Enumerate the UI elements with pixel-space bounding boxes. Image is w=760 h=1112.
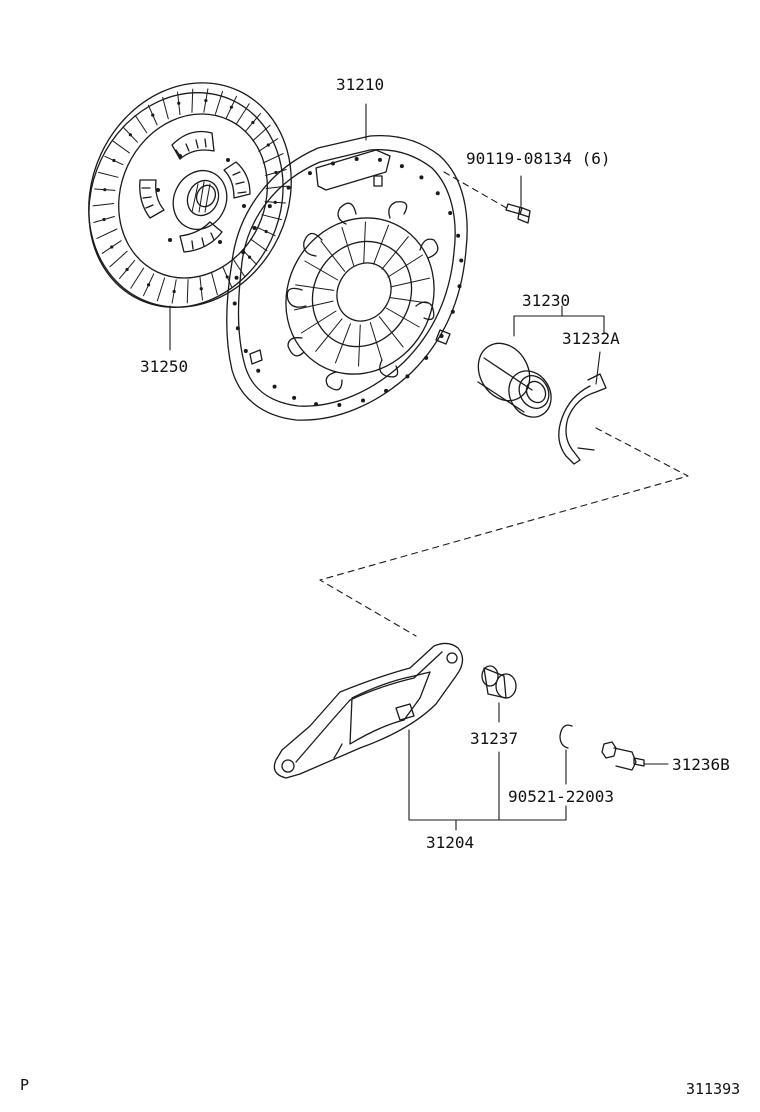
figure-code: 311393 (686, 1080, 741, 1098)
damper-springs (139, 130, 251, 253)
cover-bolt-part (505, 203, 531, 224)
bearing-clip-part (558, 373, 607, 465)
label-31210: 31210 (336, 75, 385, 94)
label-90521-22003: 90521-22003 (508, 787, 614, 806)
dashed-guides (319, 171, 689, 637)
label-31232A: 31232A (562, 329, 620, 348)
corner-left-mark: P (20, 1076, 30, 1094)
label-90119-08134: 90119-08134 (6) (466, 149, 611, 168)
snap-ring-part (559, 724, 573, 749)
pivot-stud-part (601, 741, 645, 771)
leader-lines (169, 103, 669, 831)
clutch-disc-part (88, 82, 292, 308)
release-bearing-part (477, 342, 552, 418)
fork-boot-part (481, 665, 517, 699)
label-31236B: 31236B (672, 755, 730, 774)
label-31250: 31250 (140, 357, 189, 376)
label-31204: 31204 (426, 833, 475, 852)
label-31230: 31230 (522, 291, 571, 310)
label-31237: 31237 (470, 729, 519, 748)
release-fork-part (273, 642, 464, 779)
clutch-cover-part (226, 134, 468, 421)
